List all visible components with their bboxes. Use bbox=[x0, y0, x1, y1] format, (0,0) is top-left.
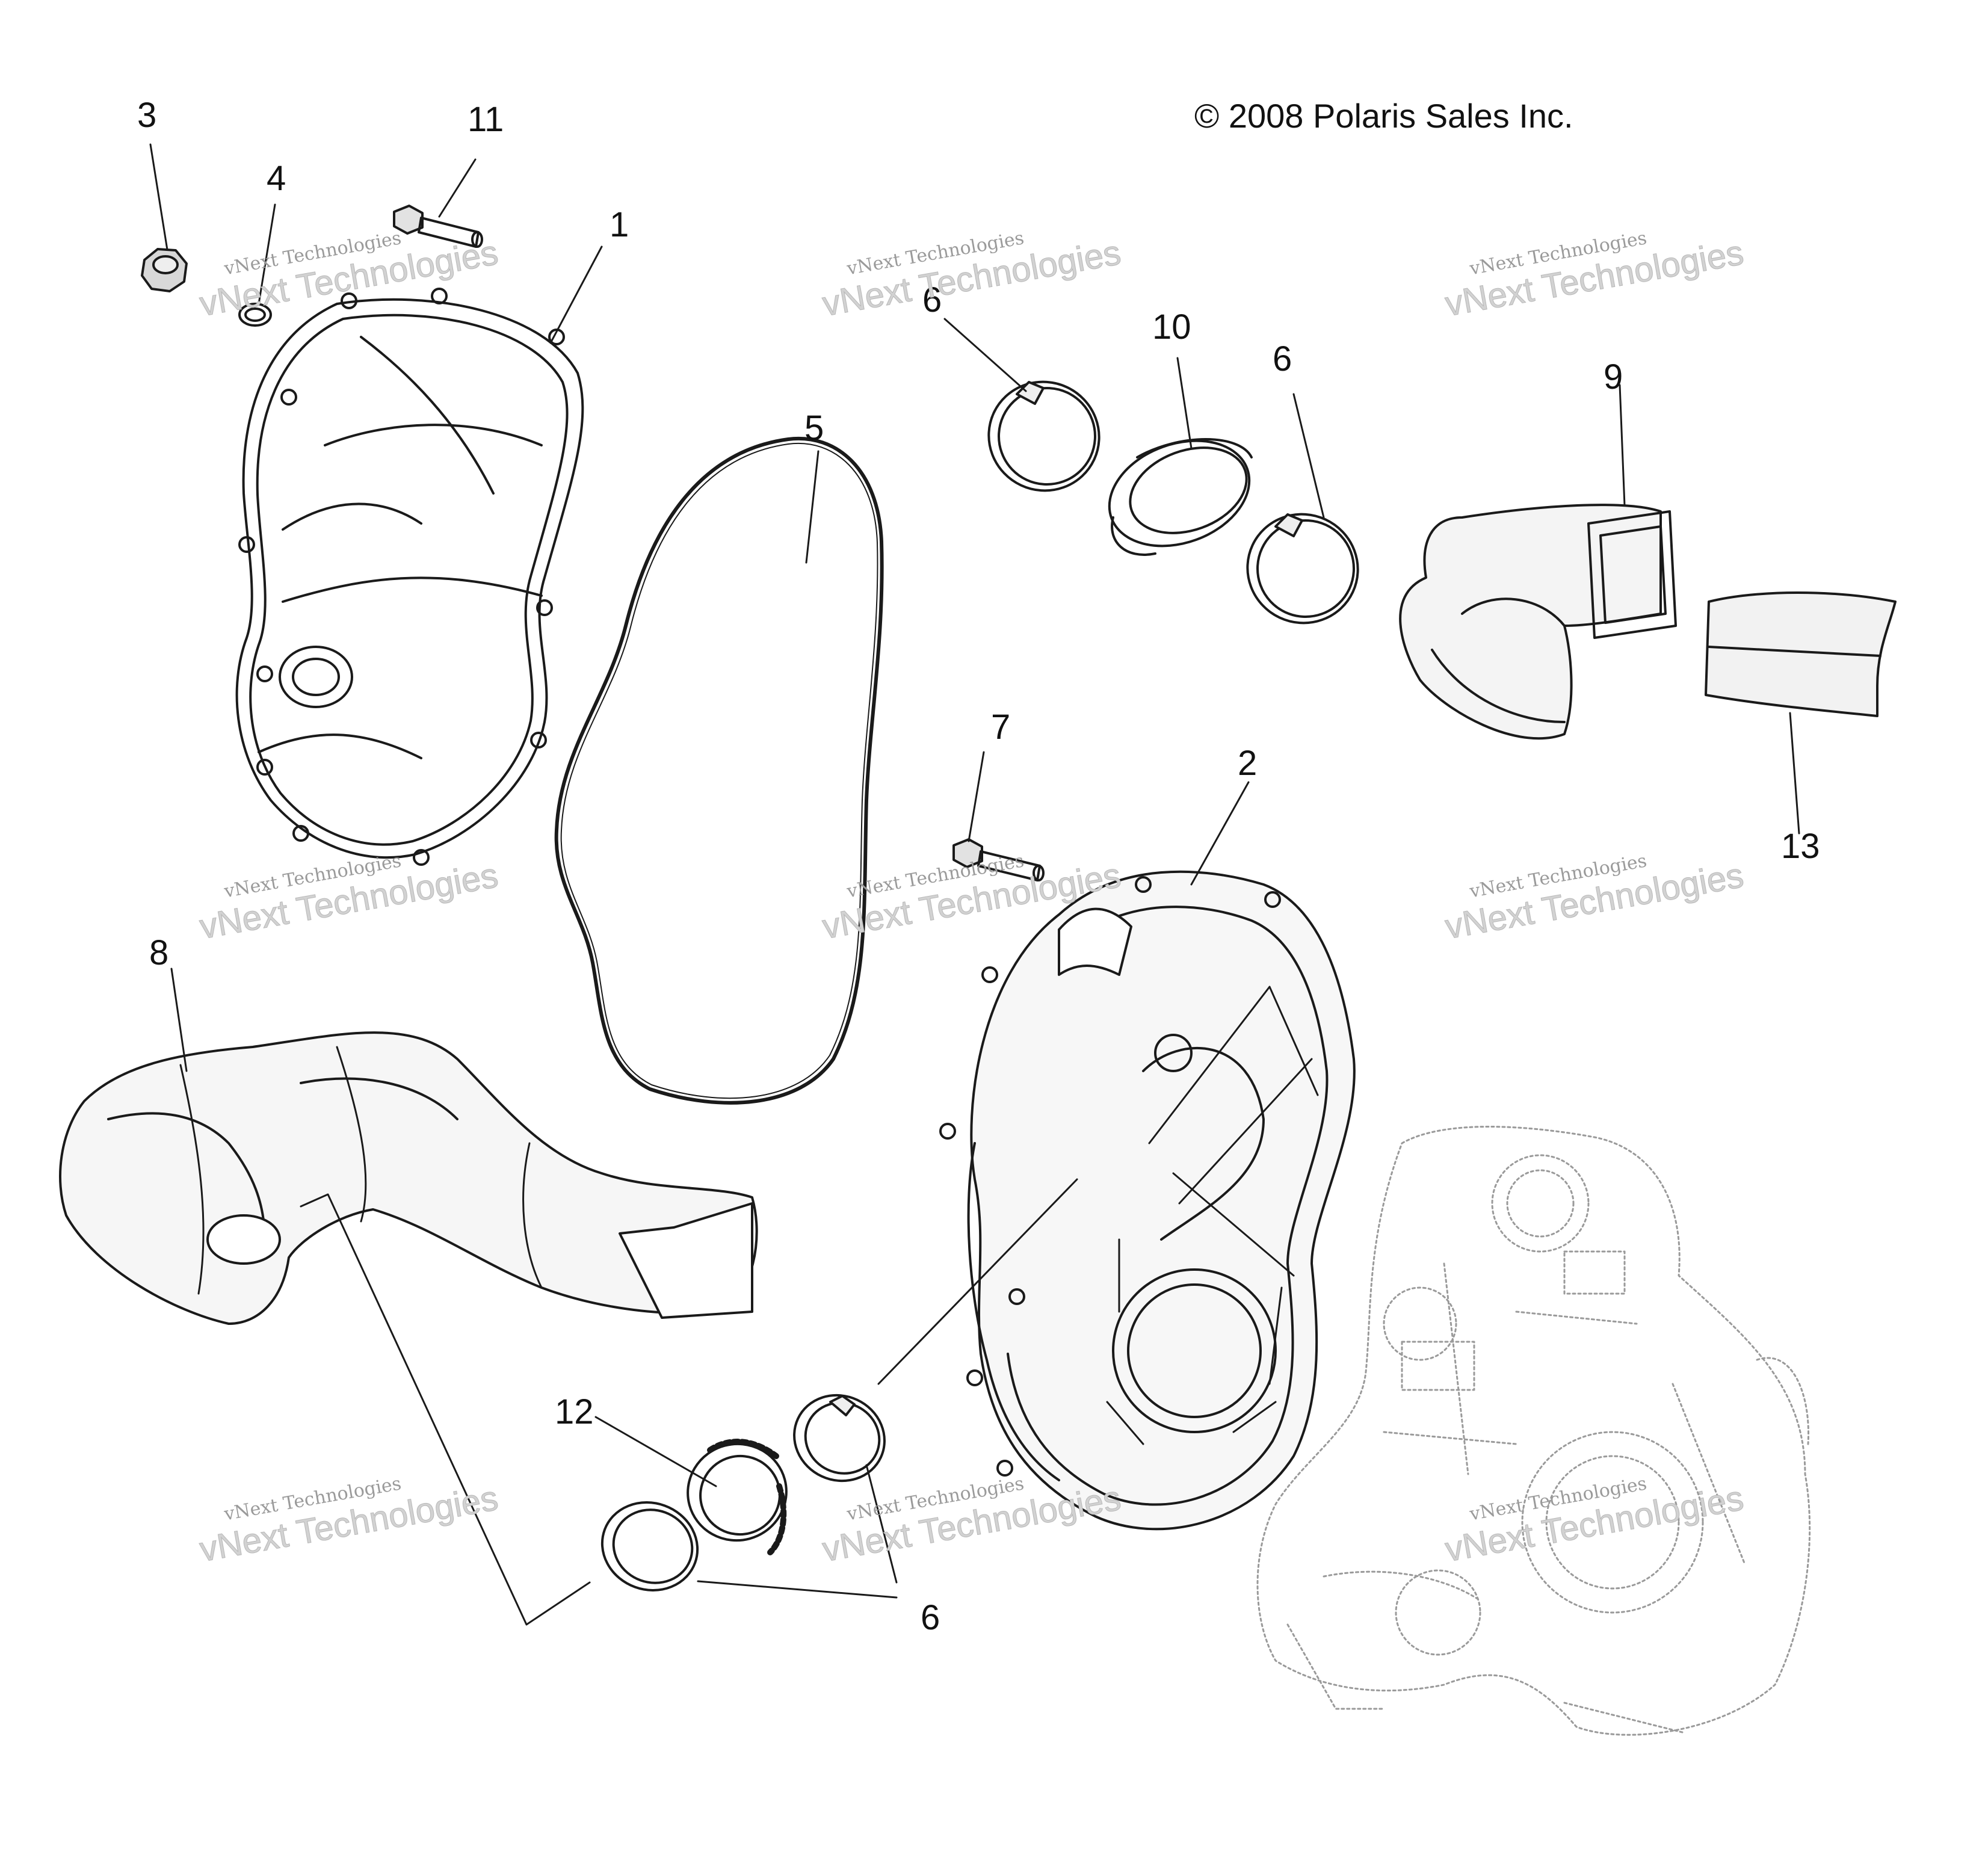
callout-8: 8 bbox=[149, 933, 169, 972]
leader-lines bbox=[149, 143, 1800, 1626]
part-8-intake-duct bbox=[59, 1031, 758, 1325]
callout-6: 6 bbox=[1273, 339, 1292, 378]
part-11-bolt bbox=[393, 205, 483, 248]
part-3-nut bbox=[141, 248, 188, 292]
part-9-duct-elbow bbox=[1399, 504, 1677, 740]
part-2-outer-cover bbox=[939, 870, 1356, 1531]
callout-11: 11 bbox=[468, 100, 504, 139]
callout-10: 10 bbox=[1152, 307, 1191, 347]
part-6-clamp-ring-upper bbox=[987, 380, 1100, 492]
part-1-inner-cover bbox=[235, 288, 584, 866]
callout-1: 1 bbox=[610, 205, 629, 244]
callout-6: 6 bbox=[921, 1598, 940, 1637]
part-4-washer bbox=[238, 303, 272, 327]
part-6-clamp-ring-lower-left bbox=[600, 1501, 699, 1591]
part-7-bolt bbox=[952, 838, 1045, 881]
part-12-clamp bbox=[687, 1439, 788, 1555]
callout-7: 7 bbox=[991, 708, 1011, 747]
part-6-clamp-ring-lower-middle bbox=[793, 1394, 886, 1483]
engine-reference-ghost bbox=[1256, 1126, 1811, 1736]
copyright-notice: © 2008 Polaris Sales Inc. bbox=[1194, 97, 1573, 135]
part-6-clamp-ring-right bbox=[1246, 513, 1359, 625]
callout-4: 4 bbox=[267, 159, 286, 198]
callout-12: 12 bbox=[555, 1392, 594, 1431]
callout-5: 5 bbox=[804, 409, 824, 448]
part-10-boot bbox=[1108, 438, 1253, 556]
callout-2: 2 bbox=[1238, 744, 1258, 783]
callout-6: 6 bbox=[922, 280, 942, 319]
callout-3: 3 bbox=[137, 96, 157, 135]
part-5-gasket bbox=[554, 436, 884, 1105]
callout-9: 9 bbox=[1604, 357, 1623, 397]
callout-13: 13 bbox=[1781, 827, 1820, 866]
part-13-cover bbox=[1705, 591, 1897, 717]
